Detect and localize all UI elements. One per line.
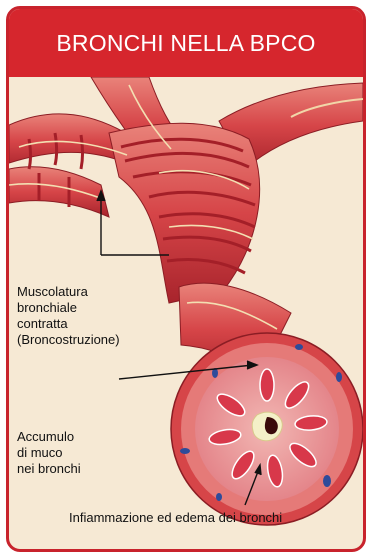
bronchus-cross-section [171,333,363,525]
diagram-title: BRONCHI NELLA BPCO [56,30,315,57]
label-inflammation: Infiammazione ed edema dei bronchi [69,510,282,526]
title-bar: BRONCHI NELLA BPCO [9,9,363,77]
diagram-card: BRONCHI NELLA BPCO [6,6,366,552]
label-mucus: Accumulo di muco nei bronchi [17,429,81,477]
label-muscle: Muscolatura bronchiale contratta (Bronco… [17,284,120,348]
